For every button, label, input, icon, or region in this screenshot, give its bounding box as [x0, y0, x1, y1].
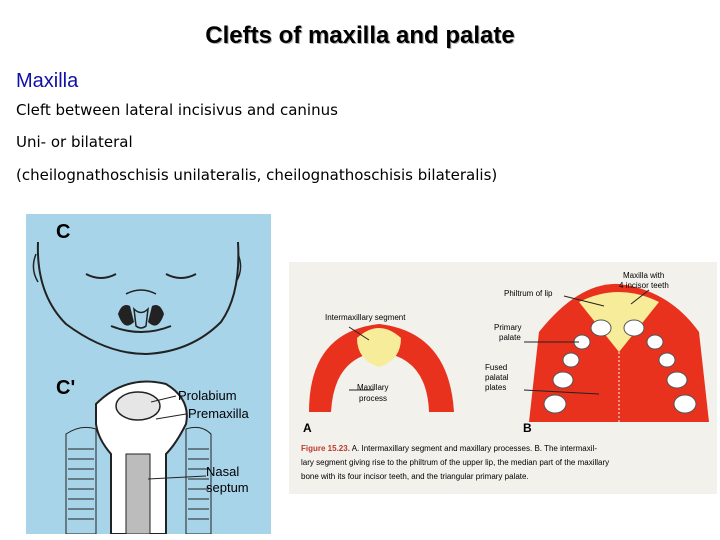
panel-b-label: B — [523, 421, 532, 435]
palate-label: palate — [499, 333, 521, 342]
intermaxillary-label: Intermaxillary segment — [325, 313, 406, 322]
nose — [125, 289, 157, 295]
intermaxillary-segment-shape — [357, 328, 401, 367]
left-palatal-shelf — [65, 426, 97, 535]
philtrum-label: Philtrum of lip — [504, 289, 553, 298]
septum-label: septum — [206, 480, 249, 495]
panel-c-prime-label: C' — [56, 377, 75, 399]
premaxilla-label: Premaxilla — [188, 406, 249, 421]
maxilla-with-label: Maxilla with — [623, 271, 664, 280]
panel-a-label: A — [303, 421, 312, 435]
left-eye — [85, 273, 117, 279]
caption-line-2: lary segment giving rise to the philtrum… — [301, 458, 609, 467]
palatal-label: palatal — [485, 373, 509, 382]
text-line-uni-bilateral: Uni- or bilateral — [16, 133, 133, 151]
nasal-septum — [125, 453, 151, 535]
process-label: process — [359, 394, 387, 403]
plates-label: plates — [485, 383, 506, 392]
section-heading: Maxilla — [16, 70, 79, 92]
right-eye — [165, 273, 197, 279]
caption-line-1: Figure 15.23. A. Intermaxillary segment … — [301, 444, 597, 453]
face-outline — [36, 241, 240, 356]
prolabium-ellipse — [115, 391, 161, 421]
prolabium-label: Prolabium — [178, 388, 237, 403]
intermaxillary-segment-figure: Intermaxillary segment Maxillary process… — [289, 262, 717, 494]
prolabium-shape — [133, 306, 149, 329]
fused-label: Fused — [485, 363, 507, 372]
left-cleft — [118, 305, 134, 326]
maxillary-process-arch — [309, 324, 454, 412]
left-cheek — [32, 253, 39, 283]
bilateral-cleft-illustration: C C' P — [26, 214, 271, 535]
maxillary-label: Maxillary — [357, 383, 389, 392]
right-cleft — [148, 305, 164, 326]
nasal-label: Nasal — [206, 464, 239, 479]
right-cheek — [235, 253, 242, 283]
slide-title: Clefts of maxilla and palate — [205, 22, 515, 49]
caption-line-3: bone with its four incisor teeth, and th… — [301, 472, 529, 481]
text-line-latin-terms: (cheilognathoschisis unilateralis, cheil… — [16, 166, 498, 184]
right-palatal-shelf — [185, 426, 212, 535]
incisor-teeth-label: 4 incisor teeth — [619, 281, 669, 290]
text-line-cleft: Cleft between lateral incisivus and cani… — [16, 101, 338, 119]
lower-lip — [110, 325, 172, 333]
primary-palate-yellow — [579, 292, 659, 352]
primary-label: Primary — [494, 323, 522, 332]
panel-c-label: C — [56, 221, 70, 243]
